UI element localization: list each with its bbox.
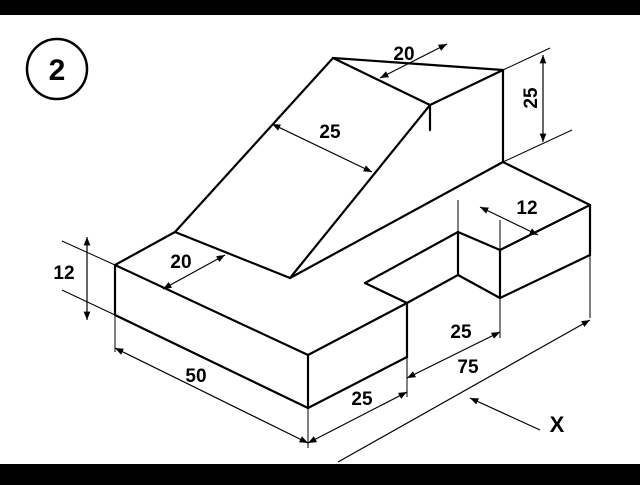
dim-slot-length: 25 (450, 322, 472, 343)
dim-line-slot-length (406, 331, 501, 379)
ext-riser-bottom (502, 129, 573, 163)
base-top-back-edge (288, 160, 505, 280)
ext-top-right (502, 47, 551, 71)
badge-circle (25, 37, 89, 101)
slot-back-edge (456, 230, 502, 252)
dim-base-length: 50 (185, 366, 206, 387)
dim-line-top-width (379, 43, 448, 79)
dim-base-height: 12 (53, 263, 74, 284)
right-bottom-edge (498, 253, 592, 300)
top-front-edge (331, 56, 432, 107)
dim-right-height: 25 (521, 87, 542, 109)
dim-line-base-length (114, 347, 309, 444)
slot-floor-back (363, 230, 460, 285)
slot-floor-left (363, 281, 409, 305)
dim-line-front-width (162, 254, 226, 290)
dimension-labels: 20 25 25 12 12 20 50 25 25 75 X (53, 44, 564, 437)
dim-line-slope-width (271, 123, 373, 173)
dim-front-width: 20 (170, 252, 191, 273)
slope-left-edge (173, 56, 335, 234)
slot-inner-bottom (456, 273, 502, 300)
dim-line-slot-depth (479, 206, 539, 236)
dim-line-front-depth (307, 391, 408, 444)
slope-right-edge (288, 103, 432, 280)
slot-top-edge (498, 203, 592, 252)
base-front-top-right (306, 301, 409, 357)
dim-slope-width: 25 (319, 122, 341, 143)
slot-floor-front (405, 273, 460, 305)
view-direction-arrow (469, 397, 541, 431)
dim-top-width: 20 (393, 44, 414, 65)
figure-number: 2 (49, 54, 66, 87)
base-left-top-edge (113, 230, 177, 267)
dim-line-total-depth (337, 319, 591, 463)
dim-slot-depth: 12 (516, 198, 537, 219)
slope-bottom-edge (173, 230, 292, 280)
right-top-edge (501, 160, 592, 207)
figure-number-badge: 2 (25, 37, 89, 101)
dim-total-depth: 75 (457, 357, 479, 378)
view-label: X (550, 412, 565, 437)
dim-front-depth: 25 (351, 389, 373, 410)
top-right-edge (428, 68, 505, 107)
dimension-lines (83, 43, 591, 463)
